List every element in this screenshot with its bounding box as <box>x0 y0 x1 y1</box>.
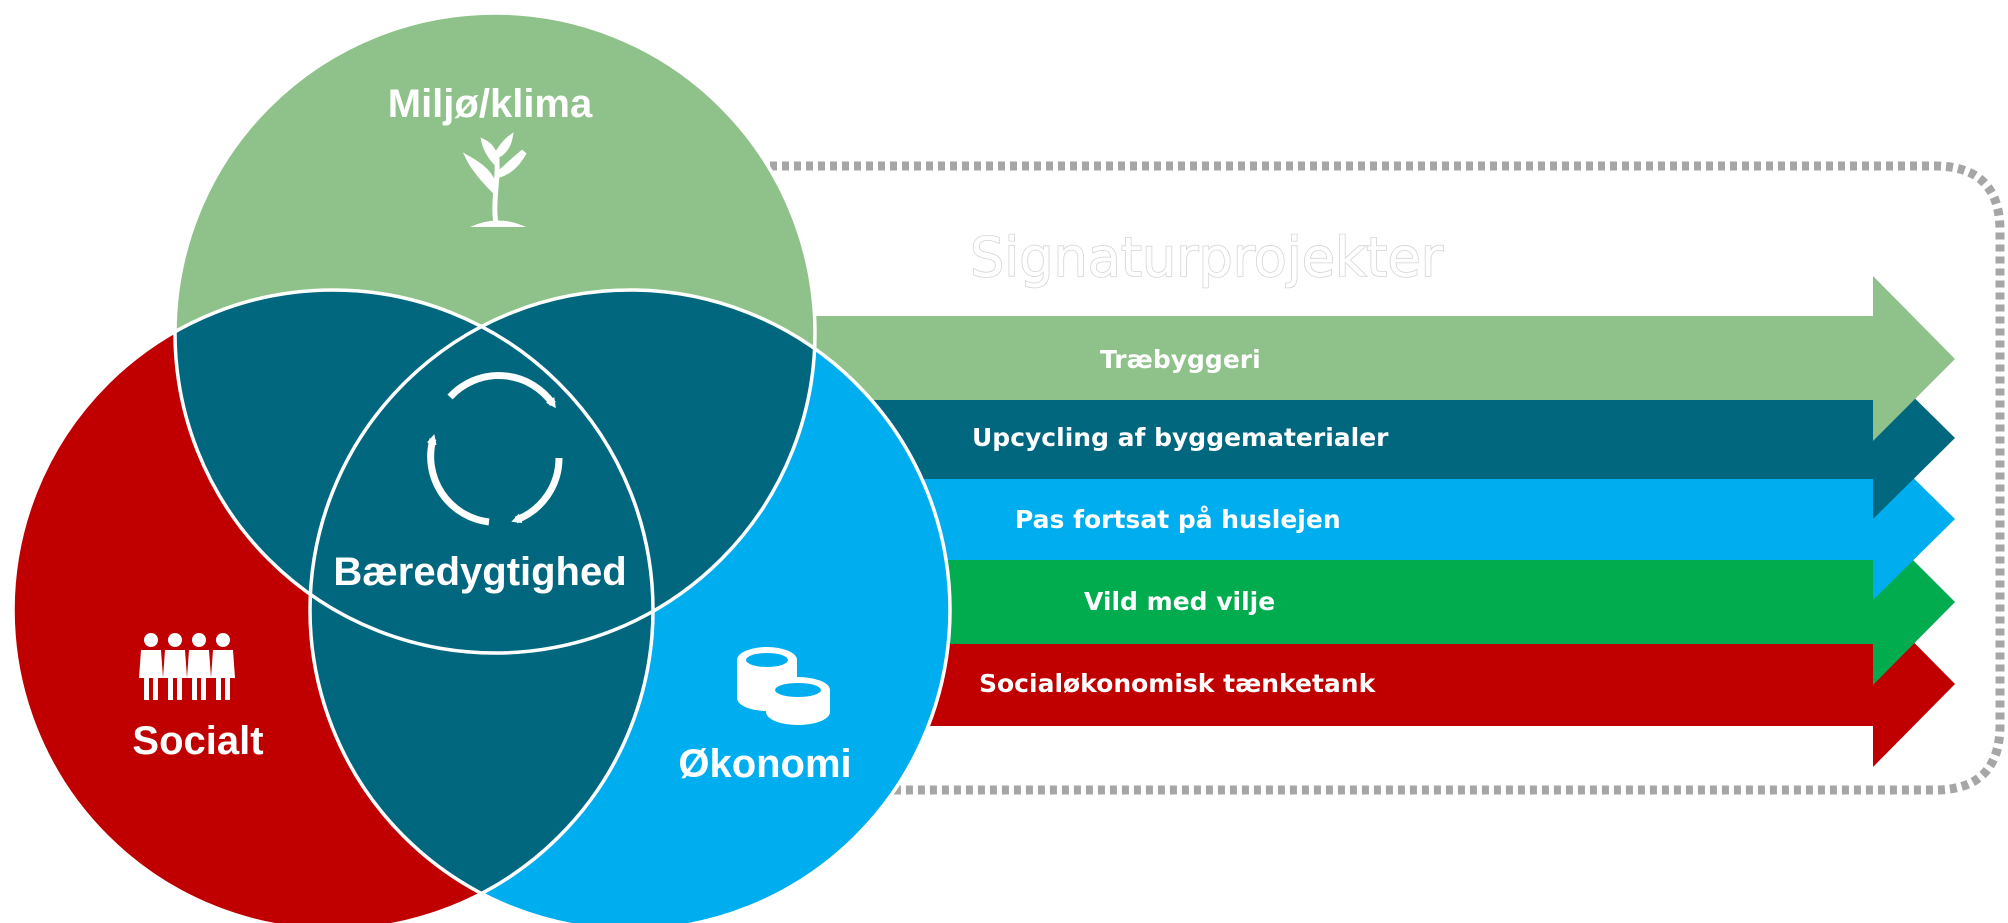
venn-diagram <box>11 11 952 923</box>
environment-label: Miljø/klima <box>388 82 593 126</box>
projects-dashed-frame <box>770 161 2005 795</box>
coins-icon <box>737 647 830 725</box>
project-arrow-5[interactable] <box>860 601 1955 767</box>
project-label-3: Pas fortsat på huslejen <box>1015 505 1341 534</box>
project-label-1: Træbyggeri <box>1100 345 1261 374</box>
project-arrows <box>800 276 1955 767</box>
center-label: Bæredygtighed <box>333 550 626 594</box>
project-arrow-2[interactable] <box>860 357 1955 519</box>
people-icon <box>139 633 235 700</box>
project-arrow-1[interactable] <box>800 276 1955 441</box>
project-label-2: Upcycling af byggematerialer <box>972 423 1389 452</box>
economy-label: Økonomi <box>678 742 851 786</box>
project-arrow-4[interactable] <box>860 520 1955 685</box>
project-arrow-3[interactable] <box>860 438 1955 600</box>
projects-title: Signaturprojekter <box>970 226 1444 289</box>
venn-outlines <box>11 11 952 923</box>
social-label: Socialt <box>132 719 263 763</box>
sprout-icon <box>462 132 527 227</box>
project-label-4: Vild med vilje <box>1084 587 1275 616</box>
project-label-5: Socialøkonomisk tænketank <box>979 669 1377 698</box>
recycle-cycle-icon <box>426 372 563 526</box>
